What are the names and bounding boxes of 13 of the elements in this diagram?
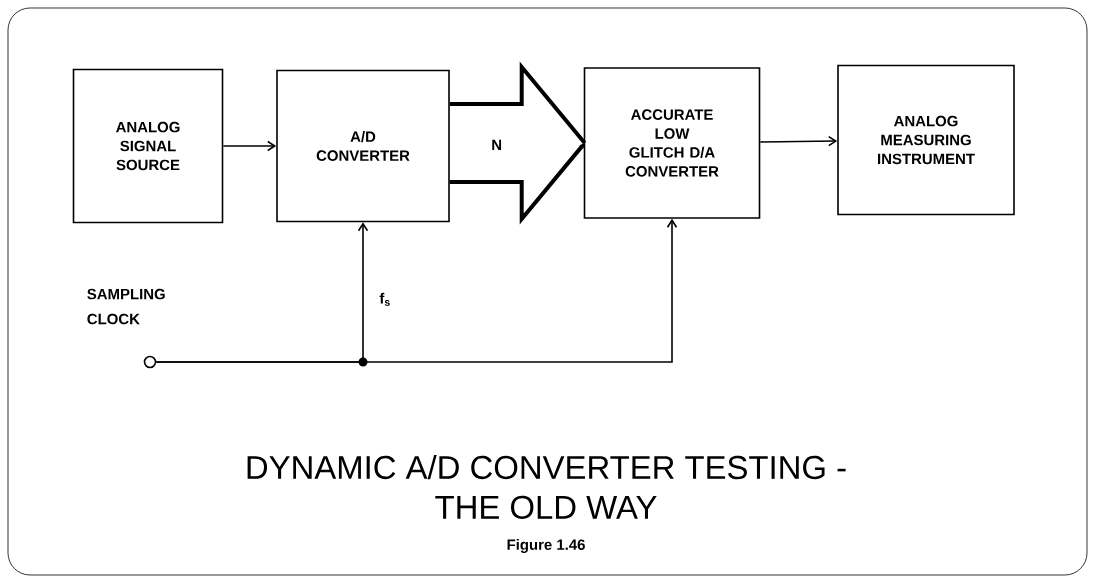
block-box: ACCURATE LOW GLITCH D/A CONVERTER bbox=[583, 67, 761, 219]
terminal-label: SAMPLING CLOCK bbox=[87, 288, 165, 325]
block-box: ANALOG MEASURING INSTRUMENT bbox=[837, 64, 1015, 216]
caption: Figure 1.46 bbox=[507, 539, 585, 553]
arrow bbox=[222, 140, 277, 152]
title: DYNAMIC A/D CONVERTER TESTING - THE OLD WAY bbox=[247, 455, 846, 519]
edge-label: f$_{s}$ bbox=[379, 292, 390, 306]
block-box: ANALOG SIGNAL SOURCE bbox=[72, 68, 224, 224]
block-box: A/D CONVERTER bbox=[276, 69, 450, 223]
bus-arrow bbox=[447, 61, 587, 225]
arrow bbox=[759, 135, 838, 147]
clock-line bbox=[155, 218, 678, 363]
edge-label: N bbox=[492, 139, 502, 151]
